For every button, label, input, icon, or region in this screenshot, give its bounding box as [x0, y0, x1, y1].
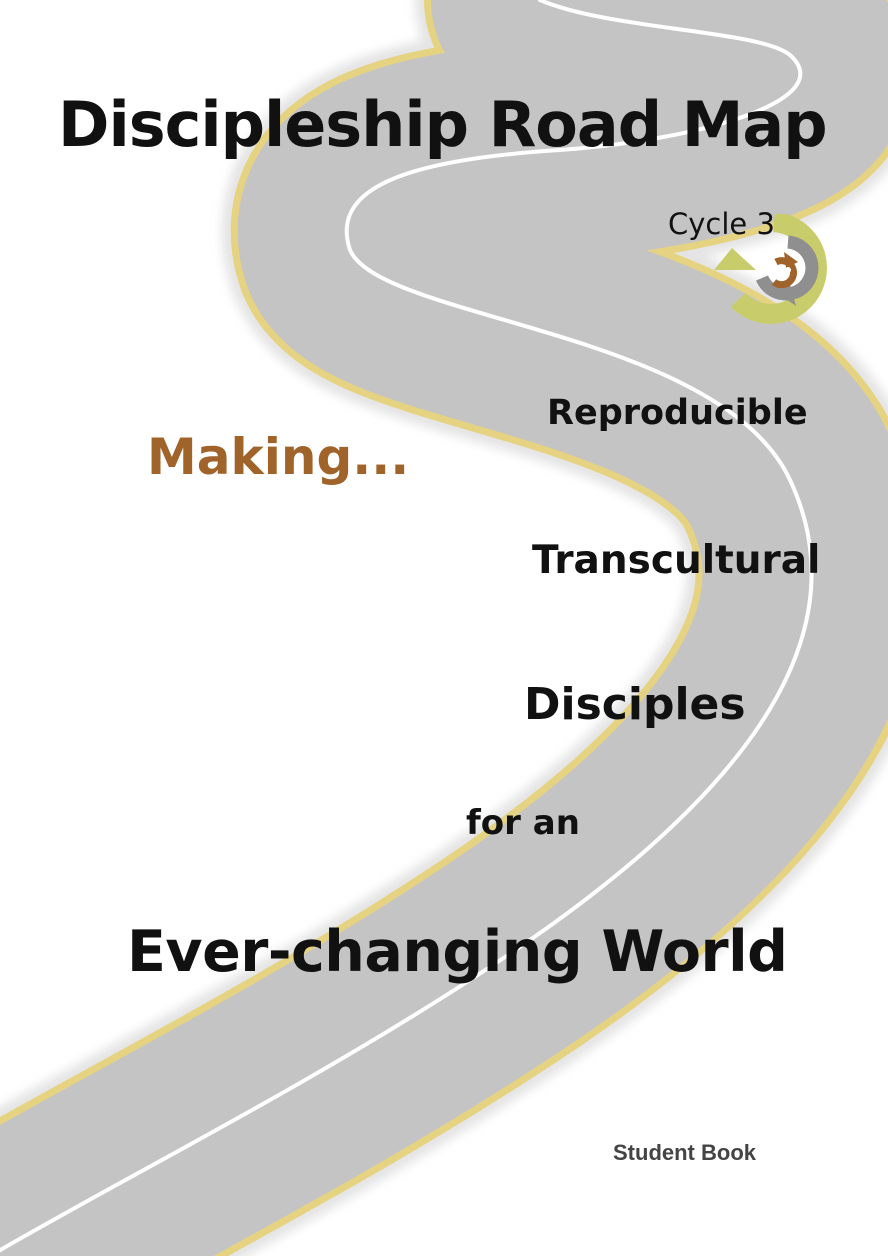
cycle-arrows-icon: [714, 214, 827, 324]
edition-label: Student Book: [613, 1140, 756, 1165]
subtitle-line-4: for an: [466, 803, 580, 843]
road-center-line: [0, 0, 812, 1256]
subtitle-line-5: Ever-changing World: [127, 919, 788, 985]
cycle-label: Cycle 3: [668, 207, 775, 241]
lead-word: Making...: [147, 428, 410, 486]
subtitle-line-3: Disciples: [524, 679, 746, 730]
cover-title: Discipleship Road Map: [58, 88, 828, 161]
subtitle-line-1: Reproducible: [547, 393, 808, 433]
subtitle-line-2: Transcultural: [532, 538, 821, 583]
